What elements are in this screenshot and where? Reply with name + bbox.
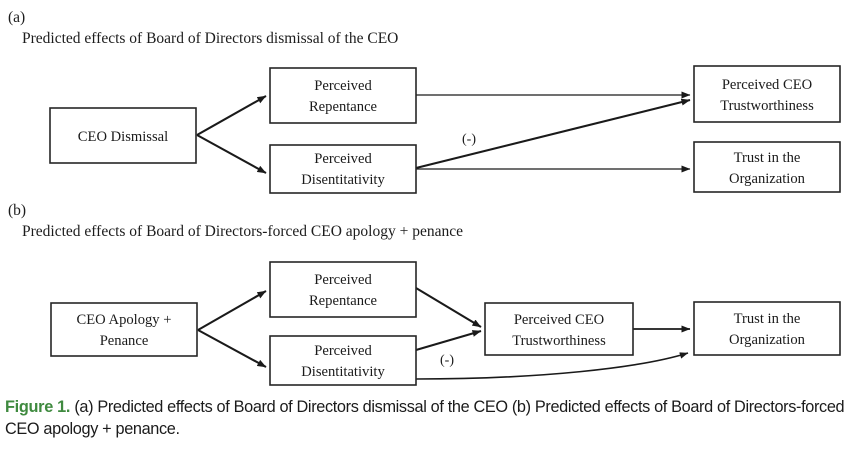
edge-apology-to-repentance	[197, 290, 267, 331]
node-a-trust-in-organization: Trust in the Organization	[693, 141, 841, 193]
node-a-perceived-repentance-label-2: Repentance	[309, 99, 377, 115]
node-b-perceived-ceo-trustworthiness-label-2: Trustworthiness	[512, 333, 606, 349]
node-b-perceived-repentance-label-2: Repentance	[309, 293, 377, 309]
node-a-perceived-repentance-label-1: Perceived	[314, 78, 372, 94]
panel-a-negative-sign: (-)	[462, 132, 476, 147]
node-ceo-apology-penance: CEO Apology + Penance	[50, 302, 198, 357]
panel-b-letter: (b)	[8, 202, 27, 219]
panel-a-letter: (a)	[8, 9, 26, 26]
edge-dismissal-to-disentitativity	[196, 134, 267, 174]
panel-b-edges: (-)	[197, 287, 691, 380]
node-b-perceived-disentitativity: Perceived Disentitativity	[269, 335, 417, 386]
node-a-perceived-ceo-trustworthiness: Perceived CEO Trustworthiness	[693, 65, 841, 123]
figure-caption-label: Figure 1.	[5, 398, 71, 416]
node-b-perceived-disentitativity-label-1: Perceived	[314, 343, 372, 359]
node-ceo-apology-penance-label-1: CEO Apology +	[77, 312, 172, 328]
node-a-perceived-ceo-trustworthiness-label-1: Perceived CEO	[722, 77, 812, 93]
node-a-perceived-ceo-trustworthiness-label-2: Trustworthiness	[720, 98, 814, 114]
edge-disentitativity-to-trustworthiness	[415, 98, 691, 170]
node-b-perceived-repentance-label-1: Perceived	[314, 272, 372, 288]
node-b-perceived-disentitativity-label-2: Disentitativity	[301, 364, 385, 380]
node-a-trust-in-organization-label-1: Trust in the	[734, 150, 801, 166]
node-a-perceived-disentitativity-label-1: Perceived	[314, 151, 372, 167]
node-b-perceived-ceo-trustworthiness-label-1: Perceived CEO	[514, 312, 604, 328]
diagram-canvas: (-) CEO Dismissal Perceived Repentance P…	[49, 65, 841, 386]
panel-a-subtitle: Predicted effects of Board of Directors …	[22, 30, 399, 47]
node-b-perceived-ceo-trustworthiness: Perceived CEO Trustworthiness	[484, 302, 634, 356]
panel-b-negative-sign: (-)	[440, 353, 454, 368]
node-ceo-dismissal: CEO Dismissal	[49, 107, 197, 164]
edge-b-repentance-to-trustworthiness	[415, 287, 482, 328]
panel-b-subtitle: Predicted effects of Board of Directors-…	[22, 223, 463, 240]
figure-caption: Figure 1. (a) Predicted effects of Board…	[5, 396, 861, 441]
node-a-perceived-repentance: Perceived Repentance	[269, 67, 417, 124]
node-b-trust-in-organization-label-2: Organization	[729, 332, 806, 348]
edge-apology-to-disentitativity	[197, 329, 267, 368]
node-b-perceived-repentance: Perceived Repentance	[269, 261, 417, 318]
node-a-trust-in-organization-label-2: Organization	[729, 171, 806, 187]
node-ceo-apology-penance-label-2: Penance	[100, 333, 149, 349]
panel-a-edges: (-)	[196, 91, 691, 174]
node-b-trust-in-organization: Trust in the Organization	[693, 301, 841, 356]
edge-b-disentitativity-to-trustworthiness	[415, 329, 482, 352]
edge-b-disentitativity-to-trust-org	[415, 352, 689, 380]
node-ceo-dismissal-label: CEO Dismissal	[78, 129, 168, 145]
node-a-perceived-disentitativity-label-2: Disentitativity	[301, 172, 385, 188]
figure-caption-text: (a) Predicted effects of Board of Direct…	[5, 398, 845, 439]
edge-dismissal-to-repentance	[196, 95, 267, 136]
node-a-perceived-disentitativity: Perceived Disentitativity	[269, 144, 417, 194]
node-b-trust-in-organization-label-1: Trust in the	[734, 311, 801, 327]
